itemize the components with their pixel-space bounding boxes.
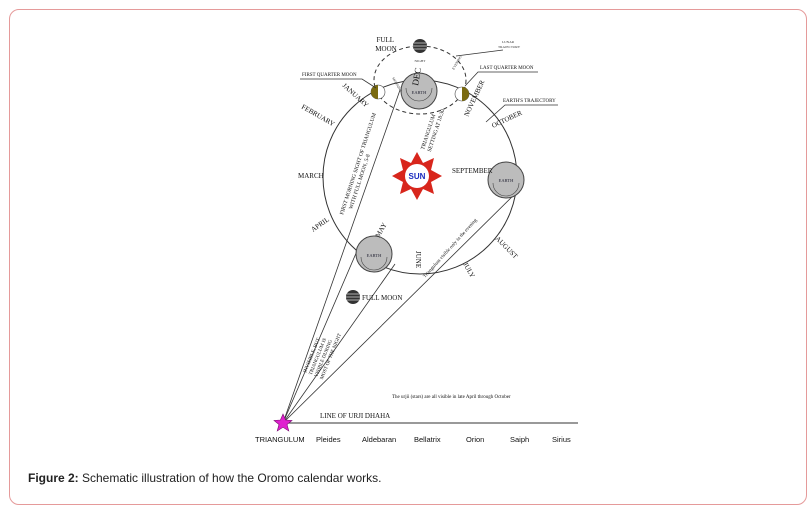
month-april: APRIL [310, 215, 331, 233]
caption-text: Schematic illustration of how the Oromo … [78, 471, 382, 485]
earth-label: EARTH [367, 253, 382, 258]
urjii-visibility-note: The urjii (stars) are all visible in lat… [392, 395, 511, 400]
star-aldebaran-label: Aldebaran [362, 435, 396, 444]
month-august: AUGUST [494, 235, 520, 261]
earth-label: EARTH [412, 90, 427, 95]
caption-label: Figure 2: [28, 471, 79, 485]
triangulum-setting-note: TRIANGULUM SETTING AT 18:30 [420, 106, 446, 153]
invisible-note: INVISIBLE, BUT TRIANGULUM IS VISIBLE DUR… [303, 326, 343, 380]
month-march: MARCH [298, 172, 324, 180]
month-july: JULY [461, 261, 476, 279]
sight-line-may [282, 243, 361, 424]
sight-line-september [282, 189, 520, 424]
month-may: MAY [374, 221, 389, 239]
full-moon-top-icon [413, 39, 427, 53]
star-orion-label: Orion [466, 435, 484, 444]
sun-icon [392, 152, 442, 200]
sight-line-june [282, 263, 396, 424]
last-quarter-pointer [464, 71, 538, 87]
triangulum-star-icon [273, 413, 293, 432]
full-moon-bottom-label: FULL MOON [362, 294, 402, 302]
morning-label: MORNING [391, 77, 403, 94]
earth-may [355, 235, 393, 273]
last-quarter-label: LAST QUARTER MOON [480, 66, 534, 71]
star-triangulum-label: TRIANGULUM [255, 435, 305, 444]
month-june: JUNE [414, 251, 422, 268]
earth-trajectory-pointer [485, 104, 558, 123]
first-quarter-moon-icon [370, 84, 386, 100]
full-moon-bottom-icon [346, 290, 360, 304]
earth-trajectory-label: EARTH'S TRAJECTORY [503, 99, 556, 104]
first-sight-note: FIRST MORNING SIGHT OF TRIANGULUM WITH F… [339, 111, 385, 218]
month-february: FEBRUARY [300, 103, 336, 128]
star-bellatrix-label: Bellatrix [414, 435, 441, 444]
earth-september [487, 161, 525, 199]
figure-caption: Figure 2: Schematic illustration of how … [28, 471, 381, 485]
lunar-trajectory-label: LUNAR TRAJECTORY [498, 40, 521, 49]
first-quarter-label: FIRST QUARTER MOON [302, 73, 357, 78]
star-sirius-label: Sirius [552, 435, 571, 444]
first-quarter-pointer [300, 78, 377, 89]
month-september: SEPTEMBER [452, 167, 493, 175]
earth-december [400, 72, 438, 110]
last-quarter-moon-icon [454, 86, 470, 102]
star-pleides-label: Pleides [316, 435, 341, 444]
night-label: NIGHT [415, 59, 427, 63]
full-moon-top-label: FULL MOON [375, 36, 396, 53]
earth-label: EARTH [499, 178, 514, 183]
month-october: OCTOBER [490, 109, 523, 130]
figure-frame [9, 9, 807, 505]
lunar-trajectory-pointer [455, 49, 504, 57]
month-december: DEC [410, 67, 423, 86]
sun-label: SUN [409, 172, 426, 181]
evening-label: EVENING [451, 55, 462, 71]
sight-line-december [282, 89, 401, 424]
line-of-urji-dhaha-label: LINE OF URJI DHAHA [320, 412, 390, 420]
star-saiph-label: Saiph [510, 435, 529, 444]
